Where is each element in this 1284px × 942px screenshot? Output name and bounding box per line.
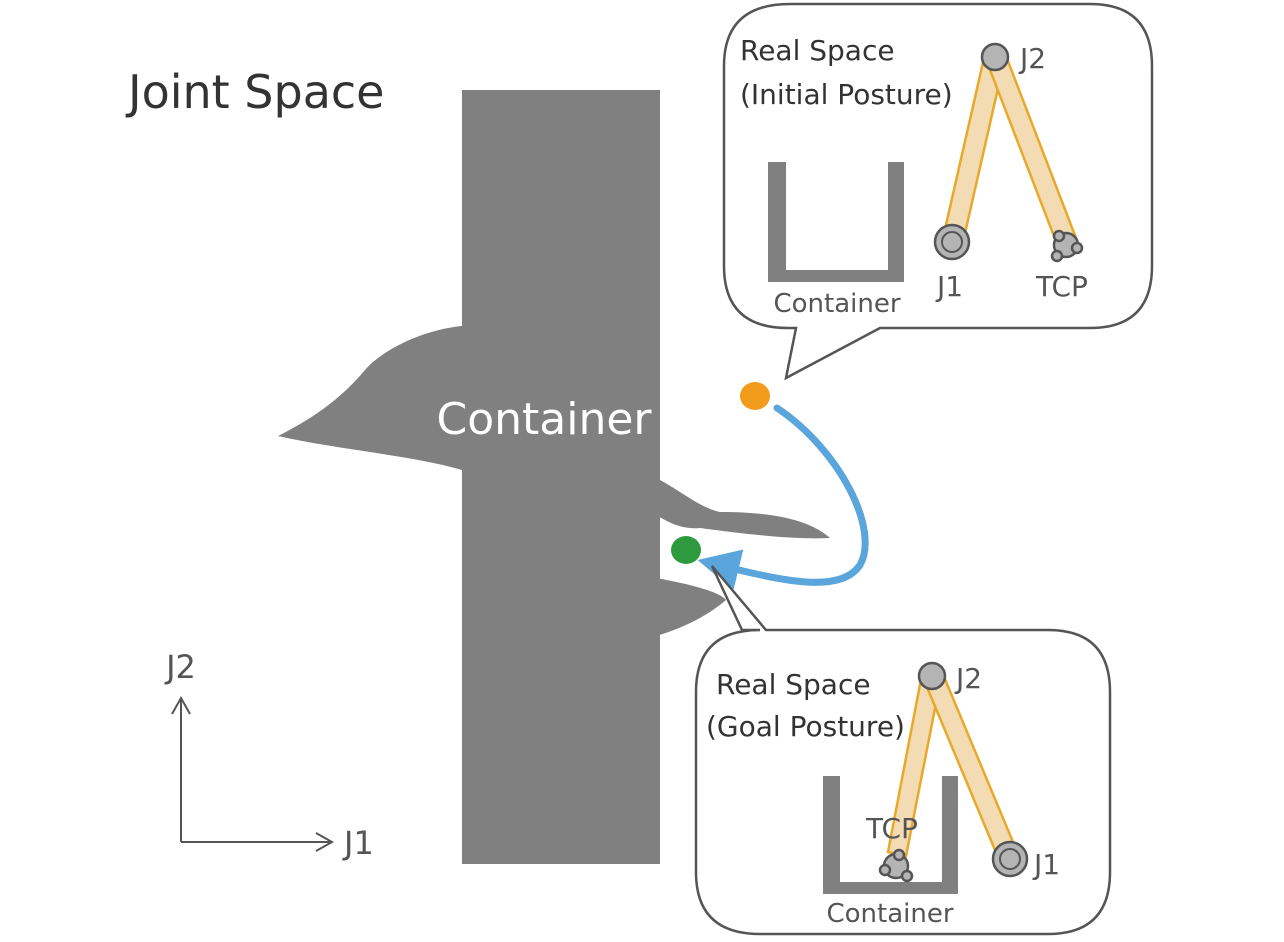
- obstacle-right-lower-lobe: [656, 578, 726, 636]
- initial-container-shape: [768, 162, 904, 282]
- initial-tcp-label: TCP: [1035, 270, 1088, 303]
- goal-container-label: Container: [826, 899, 953, 929]
- goal-posture-callout: Real Space (Goal Posture) Container J2 J…: [694, 565, 1112, 936]
- obstacle-label: Container: [436, 394, 652, 445]
- goal-title-line1: Real Space: [716, 668, 871, 701]
- goal-tcp-label: TCP: [865, 812, 918, 845]
- axes: [171, 695, 335, 852]
- initial-title-line1: Real Space: [740, 34, 895, 67]
- goal-point: [671, 536, 701, 564]
- initial-j1-label: J1: [935, 270, 963, 303]
- initial-title-line2: (Initial Posture): [740, 78, 953, 111]
- initial-container-label: Container: [773, 289, 900, 319]
- motion-path: [697, 404, 869, 591]
- goal-container-shape: [823, 776, 958, 894]
- goal-j1-joint-inner: [999, 848, 1021, 870]
- initial-tcp-gripper: [1050, 229, 1084, 263]
- goal-j2-label: J2: [954, 662, 982, 695]
- goal-j1-label: J1: [1032, 848, 1060, 881]
- goal-j2-joint: [917, 661, 947, 691]
- j1-axis-label: J1: [342, 824, 374, 862]
- j1-axis-arrow: [315, 832, 335, 852]
- start-point: [740, 382, 770, 410]
- initial-j2-label: J2: [1018, 42, 1046, 75]
- goal-title-line2: (Goal Posture): [706, 710, 905, 743]
- goal-tcp-gripper: [878, 848, 914, 883]
- initial-posture-callout: Real Space (Initial Posture) Container J…: [722, 2, 1154, 381]
- obstacle-left-lobe: [278, 326, 462, 470]
- joint-space-title: Joint Space: [125, 65, 384, 119]
- j2-axis-label: J2: [164, 648, 196, 686]
- initial-j1-joint-inner: [941, 231, 963, 253]
- initial-j2-joint: [980, 42, 1010, 72]
- obstacle-region: [278, 90, 830, 864]
- initial-callout-bubble: [722, 2, 1154, 381]
- obstacle-column: [462, 90, 660, 864]
- j2-axis-arrow: [171, 695, 191, 715]
- obstacle-right-upper-lobe: [656, 478, 830, 539]
